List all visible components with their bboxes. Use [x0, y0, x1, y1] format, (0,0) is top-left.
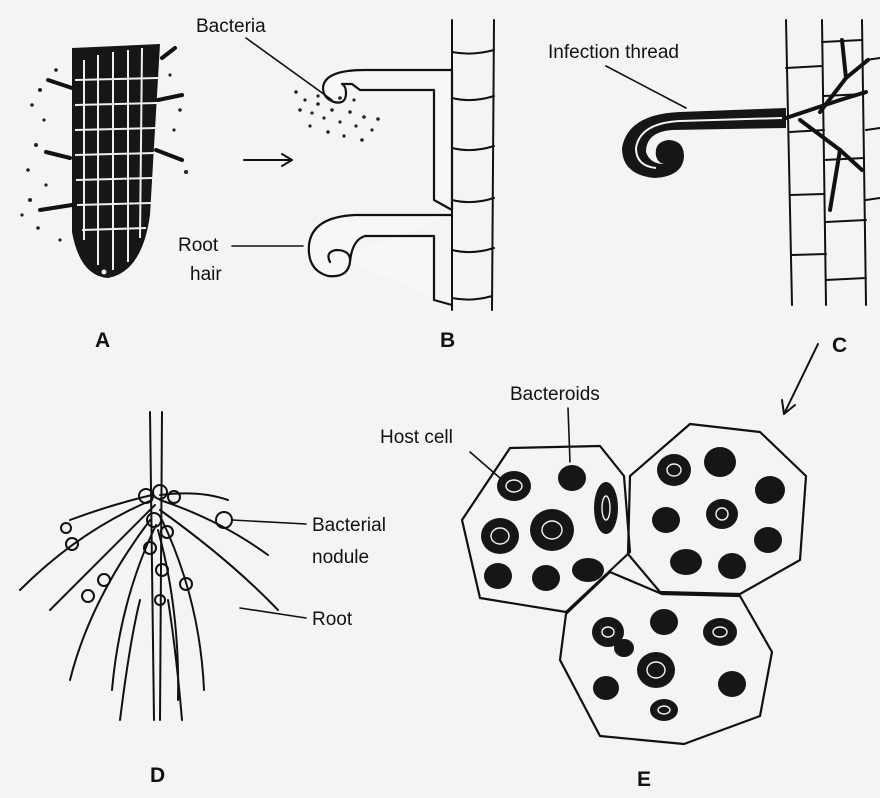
bacteroids	[481, 447, 785, 721]
bacteroids-leader-line	[568, 408, 570, 462]
root-leader-line	[240, 608, 306, 618]
host-cell-label: Host cell	[380, 427, 453, 448]
panel-c: Infection thread C	[548, 20, 880, 414]
arrow-c-to-e	[782, 344, 818, 414]
panel-letter-e: E	[637, 768, 651, 791]
root-hair-lower	[309, 215, 452, 305]
infection-thread-leader-line	[606, 66, 686, 108]
root-hair-upper	[323, 70, 452, 210]
infection-thread-label: Infection thread	[548, 42, 679, 63]
root-system	[20, 412, 278, 720]
arrow-a-to-b	[244, 154, 292, 166]
root-hair-label-line1: Root	[178, 235, 219, 256]
panel-letter-b: B	[440, 329, 455, 352]
panel-letter-c: C	[832, 334, 847, 357]
panel-a: A	[20, 44, 292, 352]
root-hair-label-line2: hair	[190, 264, 222, 285]
panel-e: Bacteroids Host cell E	[380, 384, 806, 791]
host-cell-leader-line	[470, 452, 500, 478]
nodule-leader-line	[232, 520, 306, 524]
root-cell-column	[452, 20, 494, 310]
bacteria-leader-line	[246, 38, 332, 100]
panel-d: Bacterial nodule Root D	[20, 412, 386, 787]
panel-b: Bacteria Root hair B	[178, 16, 494, 352]
panel-letter-d: D	[150, 764, 165, 787]
bacteroids-label: Bacteroids	[510, 384, 600, 405]
panel-letter-a: A	[95, 329, 110, 352]
bacterial-nodule-label-line2: nodule	[312, 547, 369, 568]
root-tip-illustration	[20, 44, 188, 278]
bacteria-label: Bacteria	[196, 16, 266, 37]
bacterial-nodule-label-line1: Bacterial	[312, 515, 386, 536]
infection-thread-branches	[786, 40, 868, 210]
root-label: Root	[312, 609, 353, 630]
